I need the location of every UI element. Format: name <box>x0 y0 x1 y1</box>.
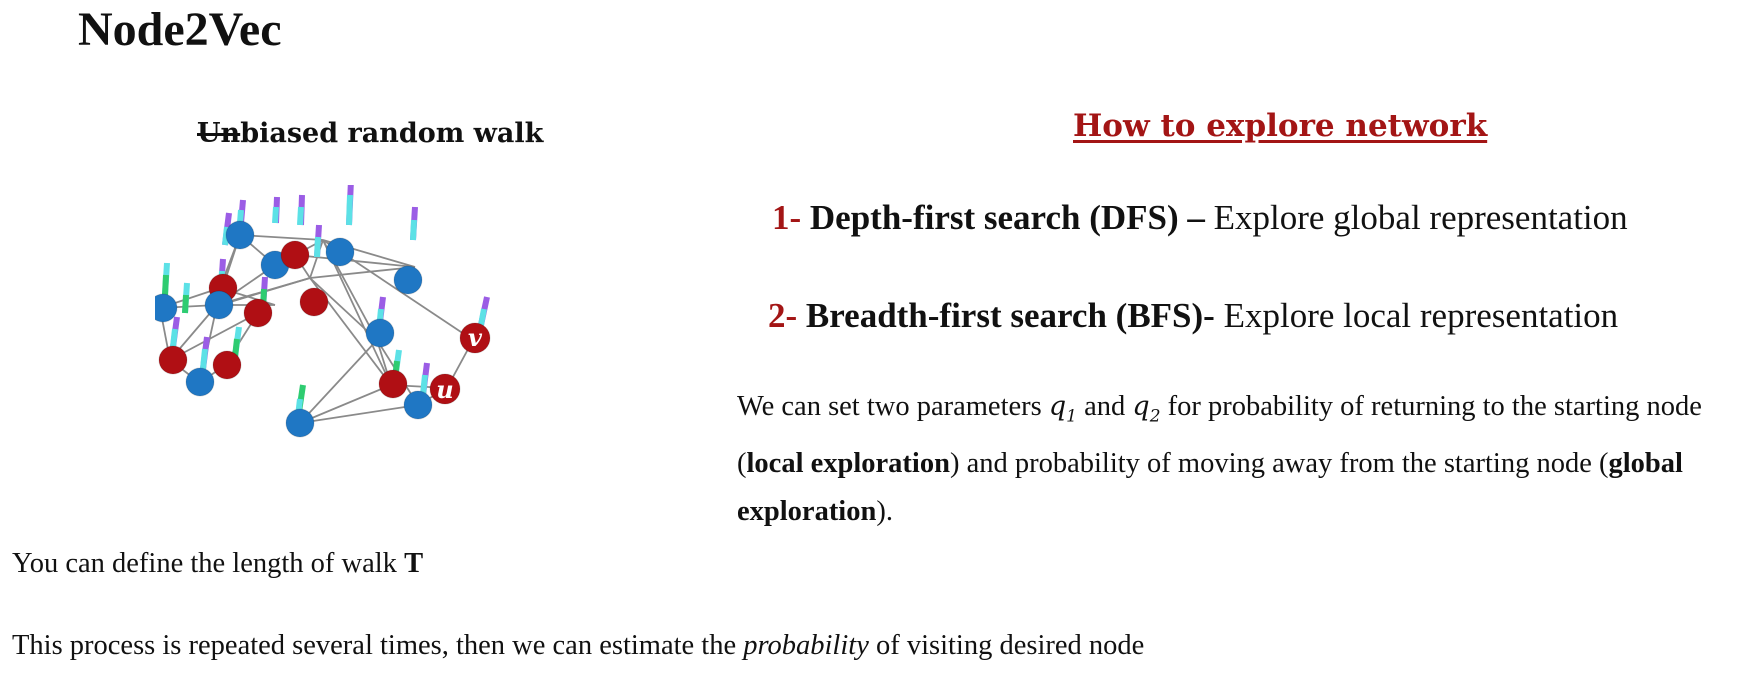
graph-node <box>204 290 234 320</box>
param-q2: q2 <box>1132 391 1160 426</box>
walk-marker <box>272 196 280 224</box>
walk-length-variable: T <box>404 548 424 579</box>
graph-node <box>185 367 215 397</box>
params-text: We can set two parameters <box>737 391 1049 422</box>
walk-marker <box>410 206 418 241</box>
param-subscript: 1 <box>1066 406 1077 427</box>
strikethrough-prefix: Un <box>197 118 241 149</box>
process-text: This process is repeated several times, … <box>12 630 1144 662</box>
walk-marker <box>182 282 190 314</box>
graph-title: Unbiased random walk <box>197 118 543 149</box>
graph-node <box>403 390 433 420</box>
list-item-bfs: 2- Breadth-first search (BFS)- Explore l… <box>768 296 1618 336</box>
params-text: ). <box>876 496 893 528</box>
graph-node <box>325 237 355 267</box>
graph-node <box>243 298 273 328</box>
walk-marker <box>200 336 210 370</box>
walk-marker <box>420 362 430 396</box>
graph-node <box>280 240 310 270</box>
item-number: 2- <box>768 296 798 335</box>
node-v <box>459 322 491 354</box>
item-number: 1- <box>772 198 802 237</box>
graph-title-rest: biased random walk <box>240 118 544 149</box>
graph-node <box>155 293 178 323</box>
item-text: Explore global representation <box>1204 198 1628 237</box>
walk-length-text: You can define the length of walk T <box>12 548 423 580</box>
process-sentence: This process is repeated several times, … <box>12 630 744 661</box>
param-subscript: 2 <box>1149 406 1161 427</box>
walk-marker <box>170 316 180 348</box>
walk-marker <box>232 326 242 358</box>
graph-node <box>365 318 395 348</box>
params-text: and <box>1076 391 1133 422</box>
graph-node <box>158 345 188 375</box>
walk-marker <box>162 262 170 296</box>
global-exploration-term: global exploration <box>737 448 1683 528</box>
local-exploration-term: local exploration <box>746 448 950 480</box>
probability-term: probability <box>743 630 869 661</box>
item-text: Explore local representation <box>1214 296 1619 335</box>
walk-marker <box>222 212 232 246</box>
param-symbol: q <box>1048 391 1067 422</box>
params-text: for probability of returning to the star… <box>737 391 1702 480</box>
graph-node <box>285 408 315 438</box>
graph-node <box>225 220 255 250</box>
list-item-dfs: 1- Depth-first search (DFS) – Explore gl… <box>772 198 1628 238</box>
walk-marker <box>314 224 322 258</box>
walk-marker <box>346 185 354 226</box>
node-u <box>429 373 461 405</box>
graph-node <box>393 265 423 295</box>
graph-node <box>212 350 242 380</box>
walk-length-sentence: You can define the length of walk <box>12 548 405 579</box>
slide-title: Node2Vec <box>78 3 282 56</box>
walk-marker <box>297 194 305 226</box>
graph-nodes <box>155 220 491 438</box>
process-sentence-end: of visiting desired node <box>868 630 1145 661</box>
walk-marker <box>478 296 490 326</box>
node-v-label: v <box>468 323 483 352</box>
item-bold-text: Depth-first search (DFS) – <box>809 198 1205 237</box>
explore-heading: How to explore network <box>1073 108 1488 144</box>
walk-marker <box>237 199 246 224</box>
param-symbol: q <box>1132 391 1150 422</box>
params-text: ) and probability of moving away from th… <box>949 448 1609 480</box>
walk-markers <box>162 185 490 434</box>
node-u-label: u <box>436 375 453 404</box>
parameters-paragraph: We can set two parameters q1 and q2 for … <box>737 383 1737 536</box>
random-walk-graph: u v <box>155 185 491 438</box>
graph-node <box>299 287 329 317</box>
param-q1: q1 <box>1048 391 1077 426</box>
item-bold-text: Breadth-first search (BFS)- <box>805 296 1215 335</box>
graph-node <box>378 369 408 399</box>
